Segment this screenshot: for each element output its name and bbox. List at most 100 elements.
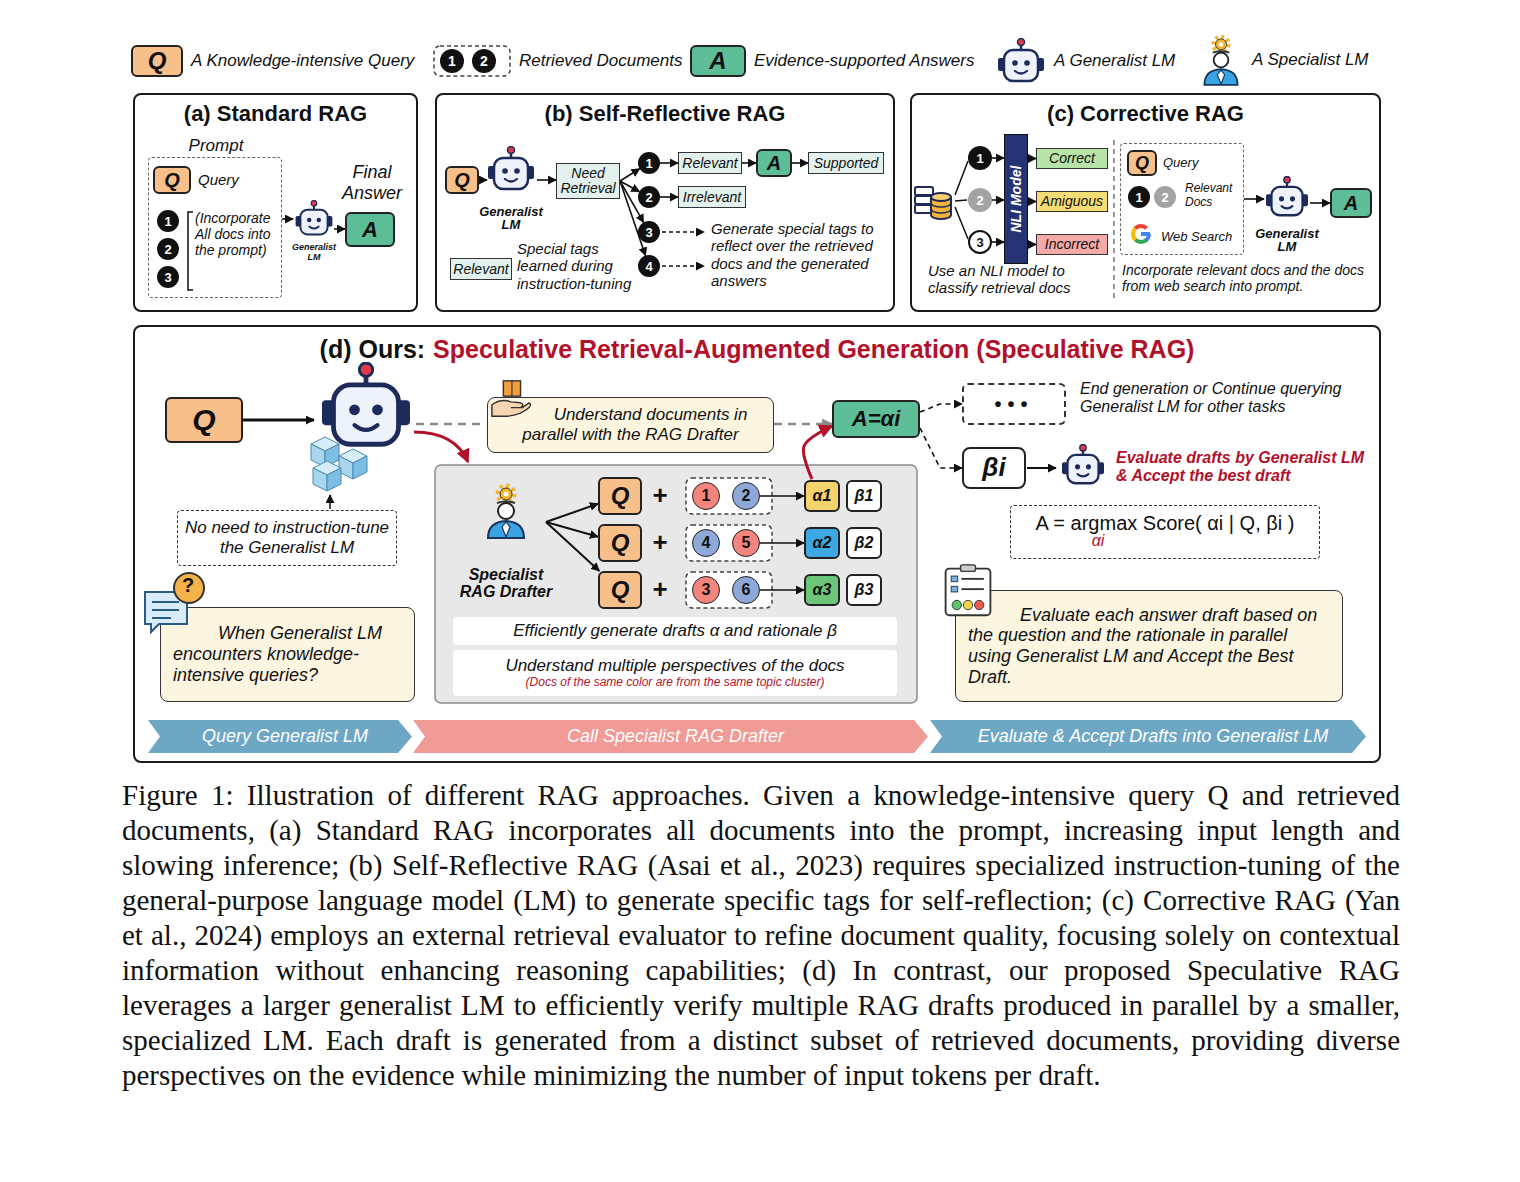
arrow — [329, 495, 331, 509]
tag-box: Incorrect — [1036, 234, 1108, 255]
legend-item: Retrieved Documents — [433, 45, 682, 77]
annotation: Evaluate drafts by Generalist LM & Accep… — [1116, 449, 1368, 486]
query-box: Q — [598, 524, 642, 562]
text-label: Generalist LM — [290, 243, 338, 262]
document-circle: 1 — [692, 482, 720, 510]
text-label: Q — [611, 482, 630, 510]
dashed-arrow — [662, 231, 704, 233]
database-icon — [915, 187, 951, 219]
query-box: Q — [445, 166, 479, 194]
legend-text: A Generalist LM — [1054, 51, 1175, 71]
dashed-box — [434, 46, 510, 76]
stage-band: Call Specialist RAG Drafter — [413, 720, 928, 753]
text-label: A=αi — [852, 406, 901, 431]
text-label: Q — [454, 169, 470, 192]
arrow — [243, 419, 314, 422]
draft-box: βi — [962, 447, 1026, 489]
connector — [620, 169, 640, 181]
chevron — [413, 720, 928, 753]
bracket — [188, 212, 193, 290]
text-label: β1 — [855, 487, 874, 505]
text-label: Correct — [1049, 151, 1095, 166]
connector — [479, 179, 487, 181]
legend-text: A Knowledge-intensive Query — [191, 51, 414, 71]
text-label: 4 — [702, 535, 711, 551]
legend-text: A Specialist LM — [1252, 50, 1369, 70]
text-label: No need to instruction-tune the Generali… — [178, 518, 396, 557]
query-box: Q — [153, 166, 191, 194]
text-label: 3 — [702, 582, 711, 598]
legend-item: A Specialist LM — [1198, 34, 1369, 86]
text-label: Efficiently generate drafts α and ration… — [513, 621, 837, 641]
judge-robot — [1062, 444, 1104, 483]
panel: Q123PromptGeneralist LMFinal AnswerA(a) … — [133, 93, 418, 312]
text-label: When Generalist LM encounters knowledge-… — [173, 623, 402, 685]
document-circle: 5 — [732, 529, 760, 557]
knowledge-cubes — [311, 437, 367, 491]
text-label: 1 — [645, 157, 652, 170]
text-label: β3 — [855, 581, 874, 599]
query-box: Q — [165, 397, 243, 443]
document-circle: 2 — [1154, 186, 1176, 208]
connector — [760, 542, 804, 544]
icon — [294, 200, 334, 237]
annotation: Use an NLI model to classify retrieval d… — [928, 262, 1104, 297]
legend-text: Retrieved Documents — [519, 51, 682, 71]
spec-icon — [1204, 37, 1237, 85]
text-label: Relevant Docs — [1185, 182, 1243, 210]
note-box: Understand documents in parallel with th… — [487, 397, 774, 453]
red-arrow — [414, 432, 468, 462]
legend-item: Evidence-supported Answers — [690, 45, 975, 77]
draft-box: α1 — [804, 480, 840, 512]
text-label: Amiguous — [1041, 194, 1103, 209]
text-label: 1 — [976, 152, 983, 165]
text-label: Relevant — [682, 156, 737, 171]
connector — [742, 162, 756, 164]
document-circle: 3 — [157, 266, 179, 288]
icon — [481, 483, 531, 539]
nli-model-box: NLI Model — [1004, 134, 1028, 264]
document-circle: 2 — [968, 188, 992, 212]
text-label: Understand multiple perspectives of the … — [505, 656, 844, 676]
text-label: Supported — [814, 156, 879, 171]
annotation: + — [648, 477, 672, 515]
icon — [490, 378, 532, 420]
text-label: α1 — [813, 487, 832, 505]
document-circle: 1 — [638, 152, 660, 174]
tag-box: Need Retrieval — [556, 163, 620, 199]
separator — [1113, 140, 1115, 300]
document-circle: 6 — [732, 576, 760, 604]
text-label: 3 — [976, 236, 983, 249]
dashed-box: ••• — [962, 383, 1066, 425]
chevron — [930, 720, 1366, 753]
language-model: Generalist LM — [476, 146, 546, 232]
answer-box: A — [1330, 188, 1372, 218]
text-label: Generalist LM — [476, 205, 546, 232]
text-label: Need Retrieval — [557, 166, 619, 195]
knowledge-cubes — [339, 449, 367, 479]
text-label: A = argmax Score( αi | Q, βi ) — [1036, 512, 1295, 535]
text-label: Q — [611, 529, 630, 557]
drafter-panel — [435, 465, 917, 703]
document-group — [686, 525, 772, 561]
connector — [920, 428, 962, 468]
arrow — [1027, 467, 1056, 469]
draft-box: β1 — [846, 480, 882, 512]
connector — [660, 196, 678, 198]
document-circle: 2 — [157, 238, 179, 260]
text-label: Irrelevant — [683, 190, 741, 205]
caption: Figure 1: Illustration of different RAG … — [122, 778, 1400, 1093]
text-label: Incorrect — [1045, 237, 1099, 252]
connector — [760, 589, 804, 591]
text-label: 2 — [645, 191, 652, 204]
gicon-icon — [1133, 226, 1150, 242]
annotation: + — [648, 524, 672, 562]
draft-box: β3 — [846, 574, 882, 606]
text-label: 2 — [164, 243, 171, 256]
annotation: Generate special tags to reflect over th… — [711, 220, 889, 289]
text-label: 2 — [742, 488, 751, 504]
red-arrow — [414, 432, 468, 462]
text-label: Q — [164, 169, 180, 192]
panel-heading: (d) Ours:Speculative Retrieval-Augmented… — [320, 335, 1195, 364]
annotation: Q — [131, 45, 183, 77]
